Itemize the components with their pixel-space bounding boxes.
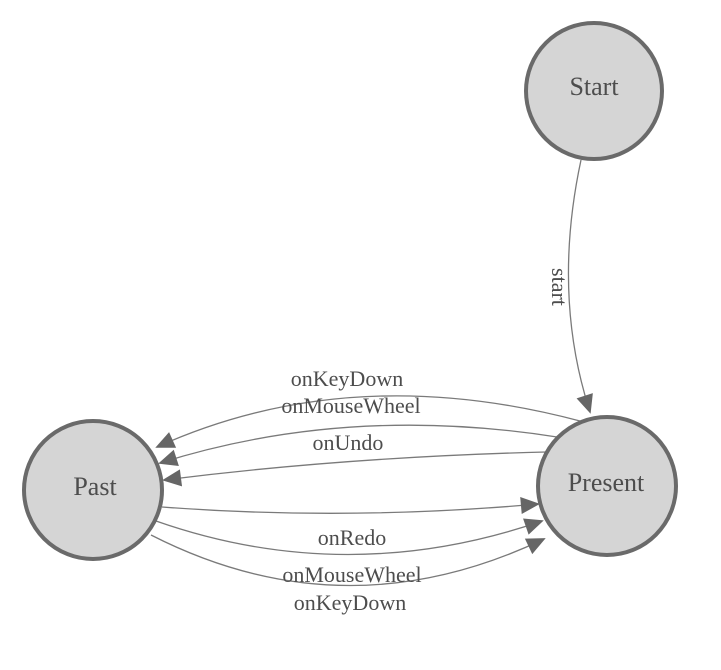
edge-group [150, 159, 593, 587]
node-start [524, 21, 664, 161]
edge-label-onmousewheel-bottom: onMouseWheel [282, 562, 421, 587]
edge-label-onredo: onRedo [318, 525, 386, 550]
edge-past-to-present-onredo [161, 497, 540, 515]
edge-present-to-past-onundo [162, 451, 547, 487]
edge-present-to-past-onmousewheel [158, 424, 558, 467]
node-present-label: Present [568, 468, 645, 497]
edge-label-onmousewheel-top: onMouseWheel [281, 393, 420, 418]
edge-label-group: start onKeyDown onMouseWheel onUndo onRe… [281, 268, 572, 615]
node-past-label: Past [73, 472, 117, 501]
edge-present-to-past-onkeydown [155, 395, 581, 448]
edge-label-start: start [547, 268, 572, 306]
edge-label-onkeydown-bottom: onKeyDown [294, 590, 406, 615]
node-past [22, 419, 164, 561]
node-start-label: Start [569, 72, 619, 101]
edge-label-onkeydown-top: onKeyDown [291, 366, 403, 391]
node-group: Start Past Present [22, 21, 678, 561]
edge-past-to-present-onkeydown [150, 534, 546, 587]
node-present [536, 415, 678, 557]
edge-past-to-present-onmousewheel [155, 518, 544, 556]
edge-label-onundo: onUndo [313, 430, 384, 455]
edge-start-to-present [567, 159, 593, 414]
